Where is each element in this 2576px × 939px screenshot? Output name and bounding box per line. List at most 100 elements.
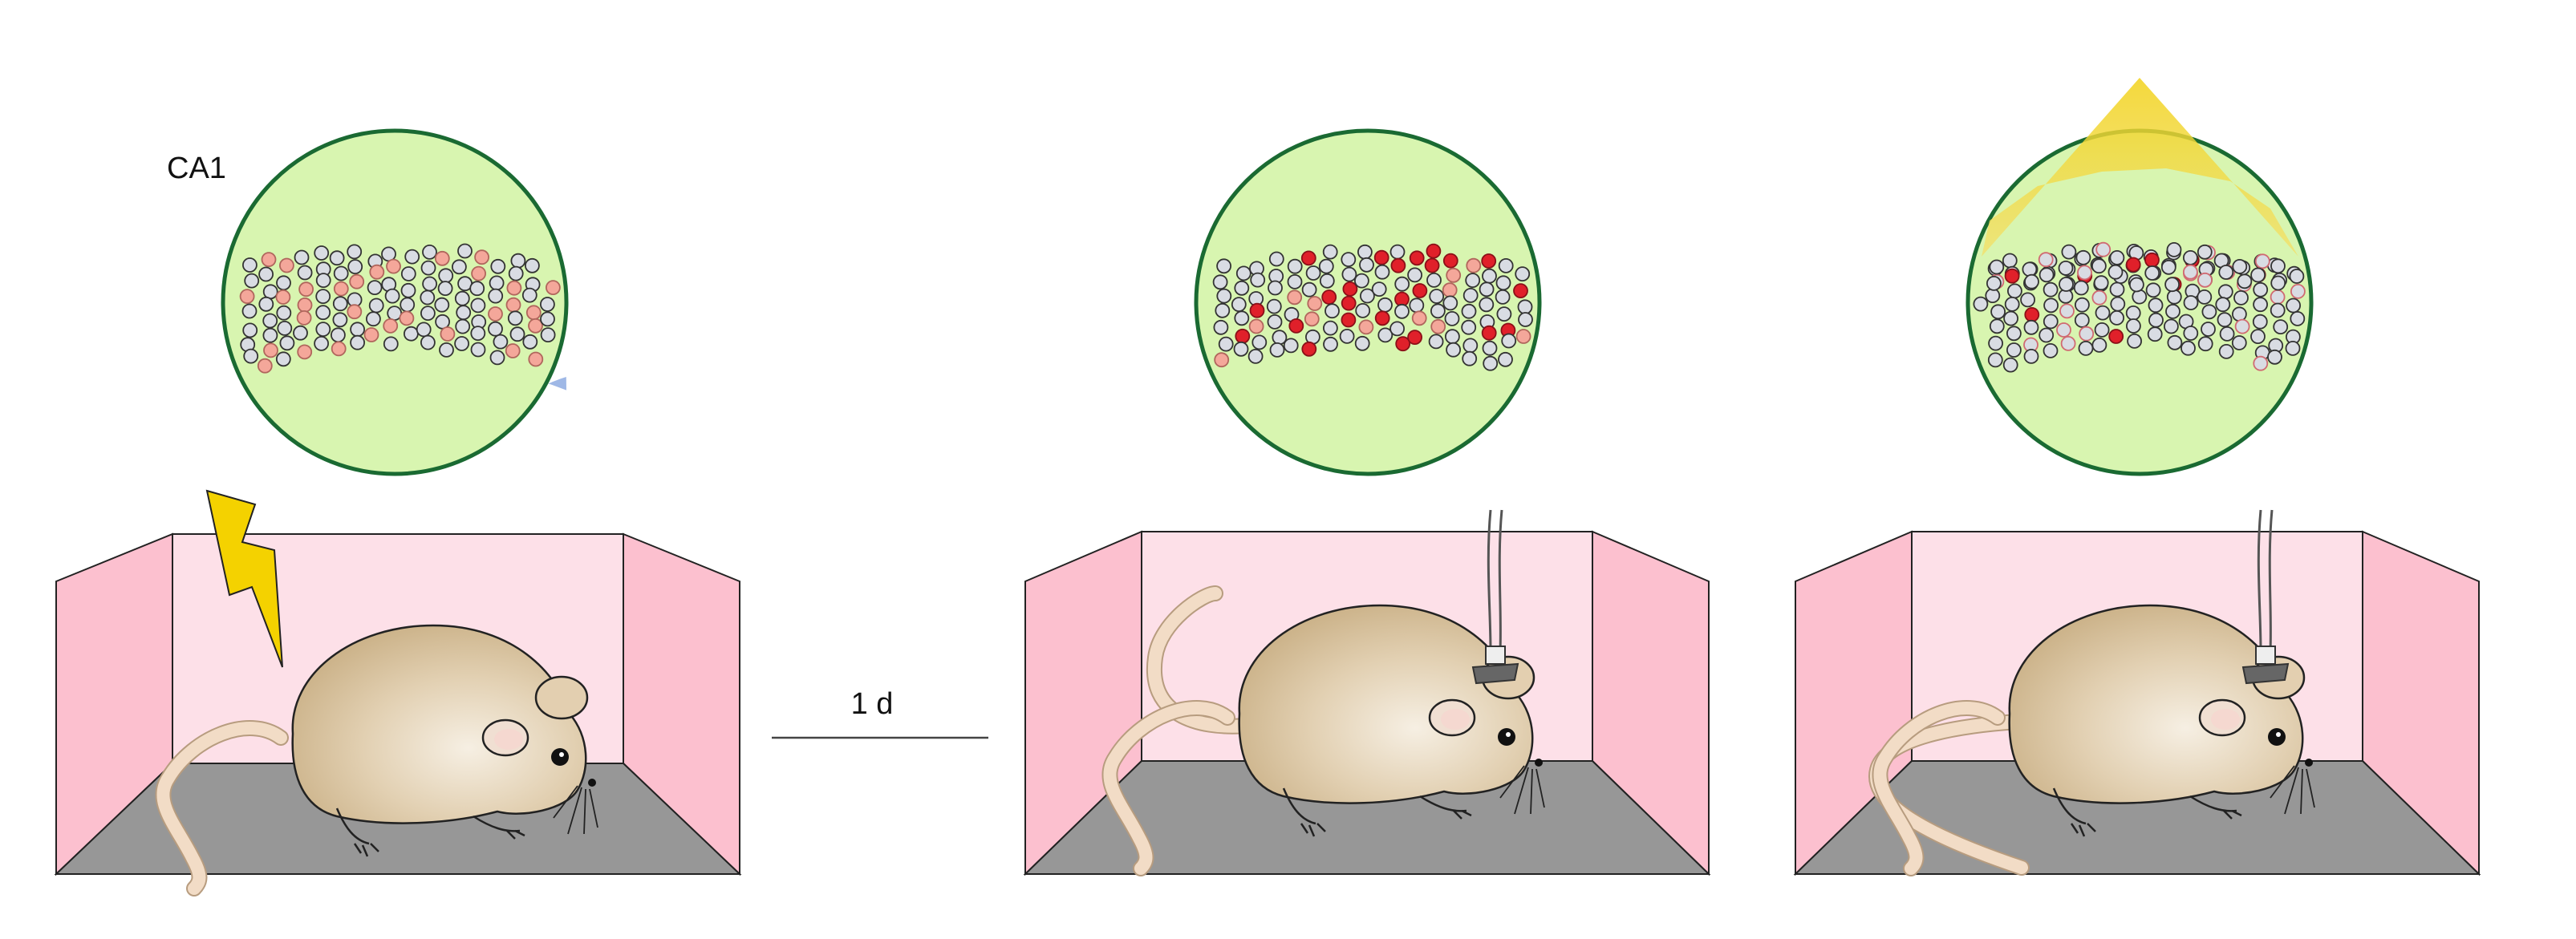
neutral-cell: [2252, 314, 2268, 330]
neutral-cell: [1269, 342, 1285, 358]
neutral-cell: [1482, 268, 1497, 284]
neutral-cell: [2147, 326, 2163, 342]
tagged-cell: [261, 252, 277, 268]
neutral-cell: [470, 297, 486, 314]
neutral-cell: [1215, 302, 1231, 318]
tagged-cell: [347, 304, 363, 320]
neutral-cell: [400, 282, 416, 298]
neutral-cell: [2285, 340, 2301, 356]
mouse: [1868, 605, 2314, 868]
neutral-cell: [1305, 265, 1321, 281]
neutral-cell: [2110, 296, 2126, 312]
tagged-cell: [1307, 296, 1323, 311]
tagged-cell: [386, 258, 401, 274]
neutral-cell: [2232, 258, 2248, 274]
neutral-cell: [2165, 303, 2180, 319]
neutral-cell: [2038, 327, 2055, 343]
neutral-cell: [1482, 340, 1498, 356]
neutral-cell: [1354, 335, 1370, 351]
neutral-cell: [2125, 318, 2141, 334]
neutral-cell: [2095, 305, 2111, 321]
neutral-cell: [422, 276, 437, 292]
neutral-cell: [2022, 261, 2038, 277]
neutral-cell: [329, 250, 345, 266]
neutral-cell: [2231, 306, 2247, 322]
neutral-cell: [1973, 296, 1989, 312]
neutral-cell: [2253, 297, 2269, 313]
neutral-cell: [2109, 281, 2125, 297]
neutral-cell: [2218, 343, 2234, 359]
neutral-cell: [454, 290, 470, 306]
neutral-cell: [2267, 349, 2282, 365]
neutral-cell: [1517, 299, 1533, 315]
neutral-cell: [1233, 341, 1249, 357]
neutral-cell: [315, 305, 331, 321]
interval-indicator: 1 d: [772, 687, 988, 739]
tagged-cell: [2077, 265, 2092, 281]
neutral-cell: [258, 266, 274, 282]
neutral-cell: [470, 342, 486, 358]
neutral-cell: [493, 334, 509, 350]
tagged-cell: [525, 305, 542, 321]
tagged-cell: [471, 265, 486, 281]
neutral-cell: [2094, 322, 2110, 338]
neutral-cell: [525, 257, 540, 273]
neutral-cell: [438, 268, 454, 284]
neutral-cell: [1355, 302, 1371, 318]
tagged-cell: [2079, 326, 2095, 342]
panel-3: [1793, 78, 2481, 874]
neutral-cell: [434, 297, 450, 313]
neutral-cell: [2006, 342, 2022, 358]
neutral-cell: [333, 265, 349, 281]
neutral-cell: [540, 297, 555, 312]
tagged-cell: [263, 342, 278, 358]
neutral-cell: [540, 327, 556, 343]
tagged-cell: [505, 297, 521, 313]
neutral-cell: [1461, 303, 1477, 319]
tagged-cell: [434, 250, 450, 266]
neutral-cell: [489, 275, 505, 291]
neutral-cell: [1394, 303, 1410, 319]
neutral-cell: [404, 249, 420, 265]
neutral-cell: [277, 320, 293, 336]
neutral-cell: [2201, 304, 2217, 320]
neutral-cell: [508, 265, 524, 281]
neutral-cell: [1231, 297, 1247, 313]
neutral-cell: [2144, 265, 2160, 281]
neutral-cell: [2289, 269, 2305, 284]
panel-1: CA1: [54, 128, 742, 888]
reactivated-cell: [1513, 283, 1528, 299]
neutral-cell: [242, 322, 258, 338]
neutral-cell: [2237, 273, 2253, 289]
neutral-cell: [384, 288, 400, 304]
neutral-cell: [2197, 336, 2213, 352]
neutral-cell: [262, 313, 278, 329]
tagged-cell: [1430, 318, 1446, 334]
neutral-cell: [1218, 336, 1234, 352]
neutral-cell: [258, 296, 274, 312]
neutral-cell: [2075, 249, 2091, 265]
neutral-cell: [2023, 348, 2039, 364]
neutral-cell: [2125, 305, 2141, 321]
optical-implant: [2241, 509, 2290, 685]
reactivated-cell: [1374, 310, 1390, 326]
neutral-cell: [330, 327, 346, 343]
neutral-cell: [2109, 249, 2125, 265]
tagged-cell: [297, 344, 313, 360]
neutral-cell: [2215, 297, 2231, 313]
neutral-cell: [1287, 273, 1303, 289]
neutral-cell: [1357, 244, 1373, 260]
neutral-cell: [2217, 312, 2233, 328]
cell-layer-overlay: [1986, 241, 2305, 293]
neutral-cell: [314, 335, 330, 351]
tagged-cell: [2197, 272, 2213, 288]
neutral-cell: [404, 326, 419, 342]
neutral-cell: [1235, 265, 1251, 281]
neutral-cell: [241, 257, 258, 273]
neutral-cell: [1429, 289, 1445, 304]
neutral-cell: [2002, 253, 2018, 269]
neutral-cell: [1430, 303, 1446, 319]
neutral-cell: [1389, 244, 1406, 260]
neutral-cell: [2270, 258, 2286, 274]
neutral-cell: [350, 334, 366, 350]
